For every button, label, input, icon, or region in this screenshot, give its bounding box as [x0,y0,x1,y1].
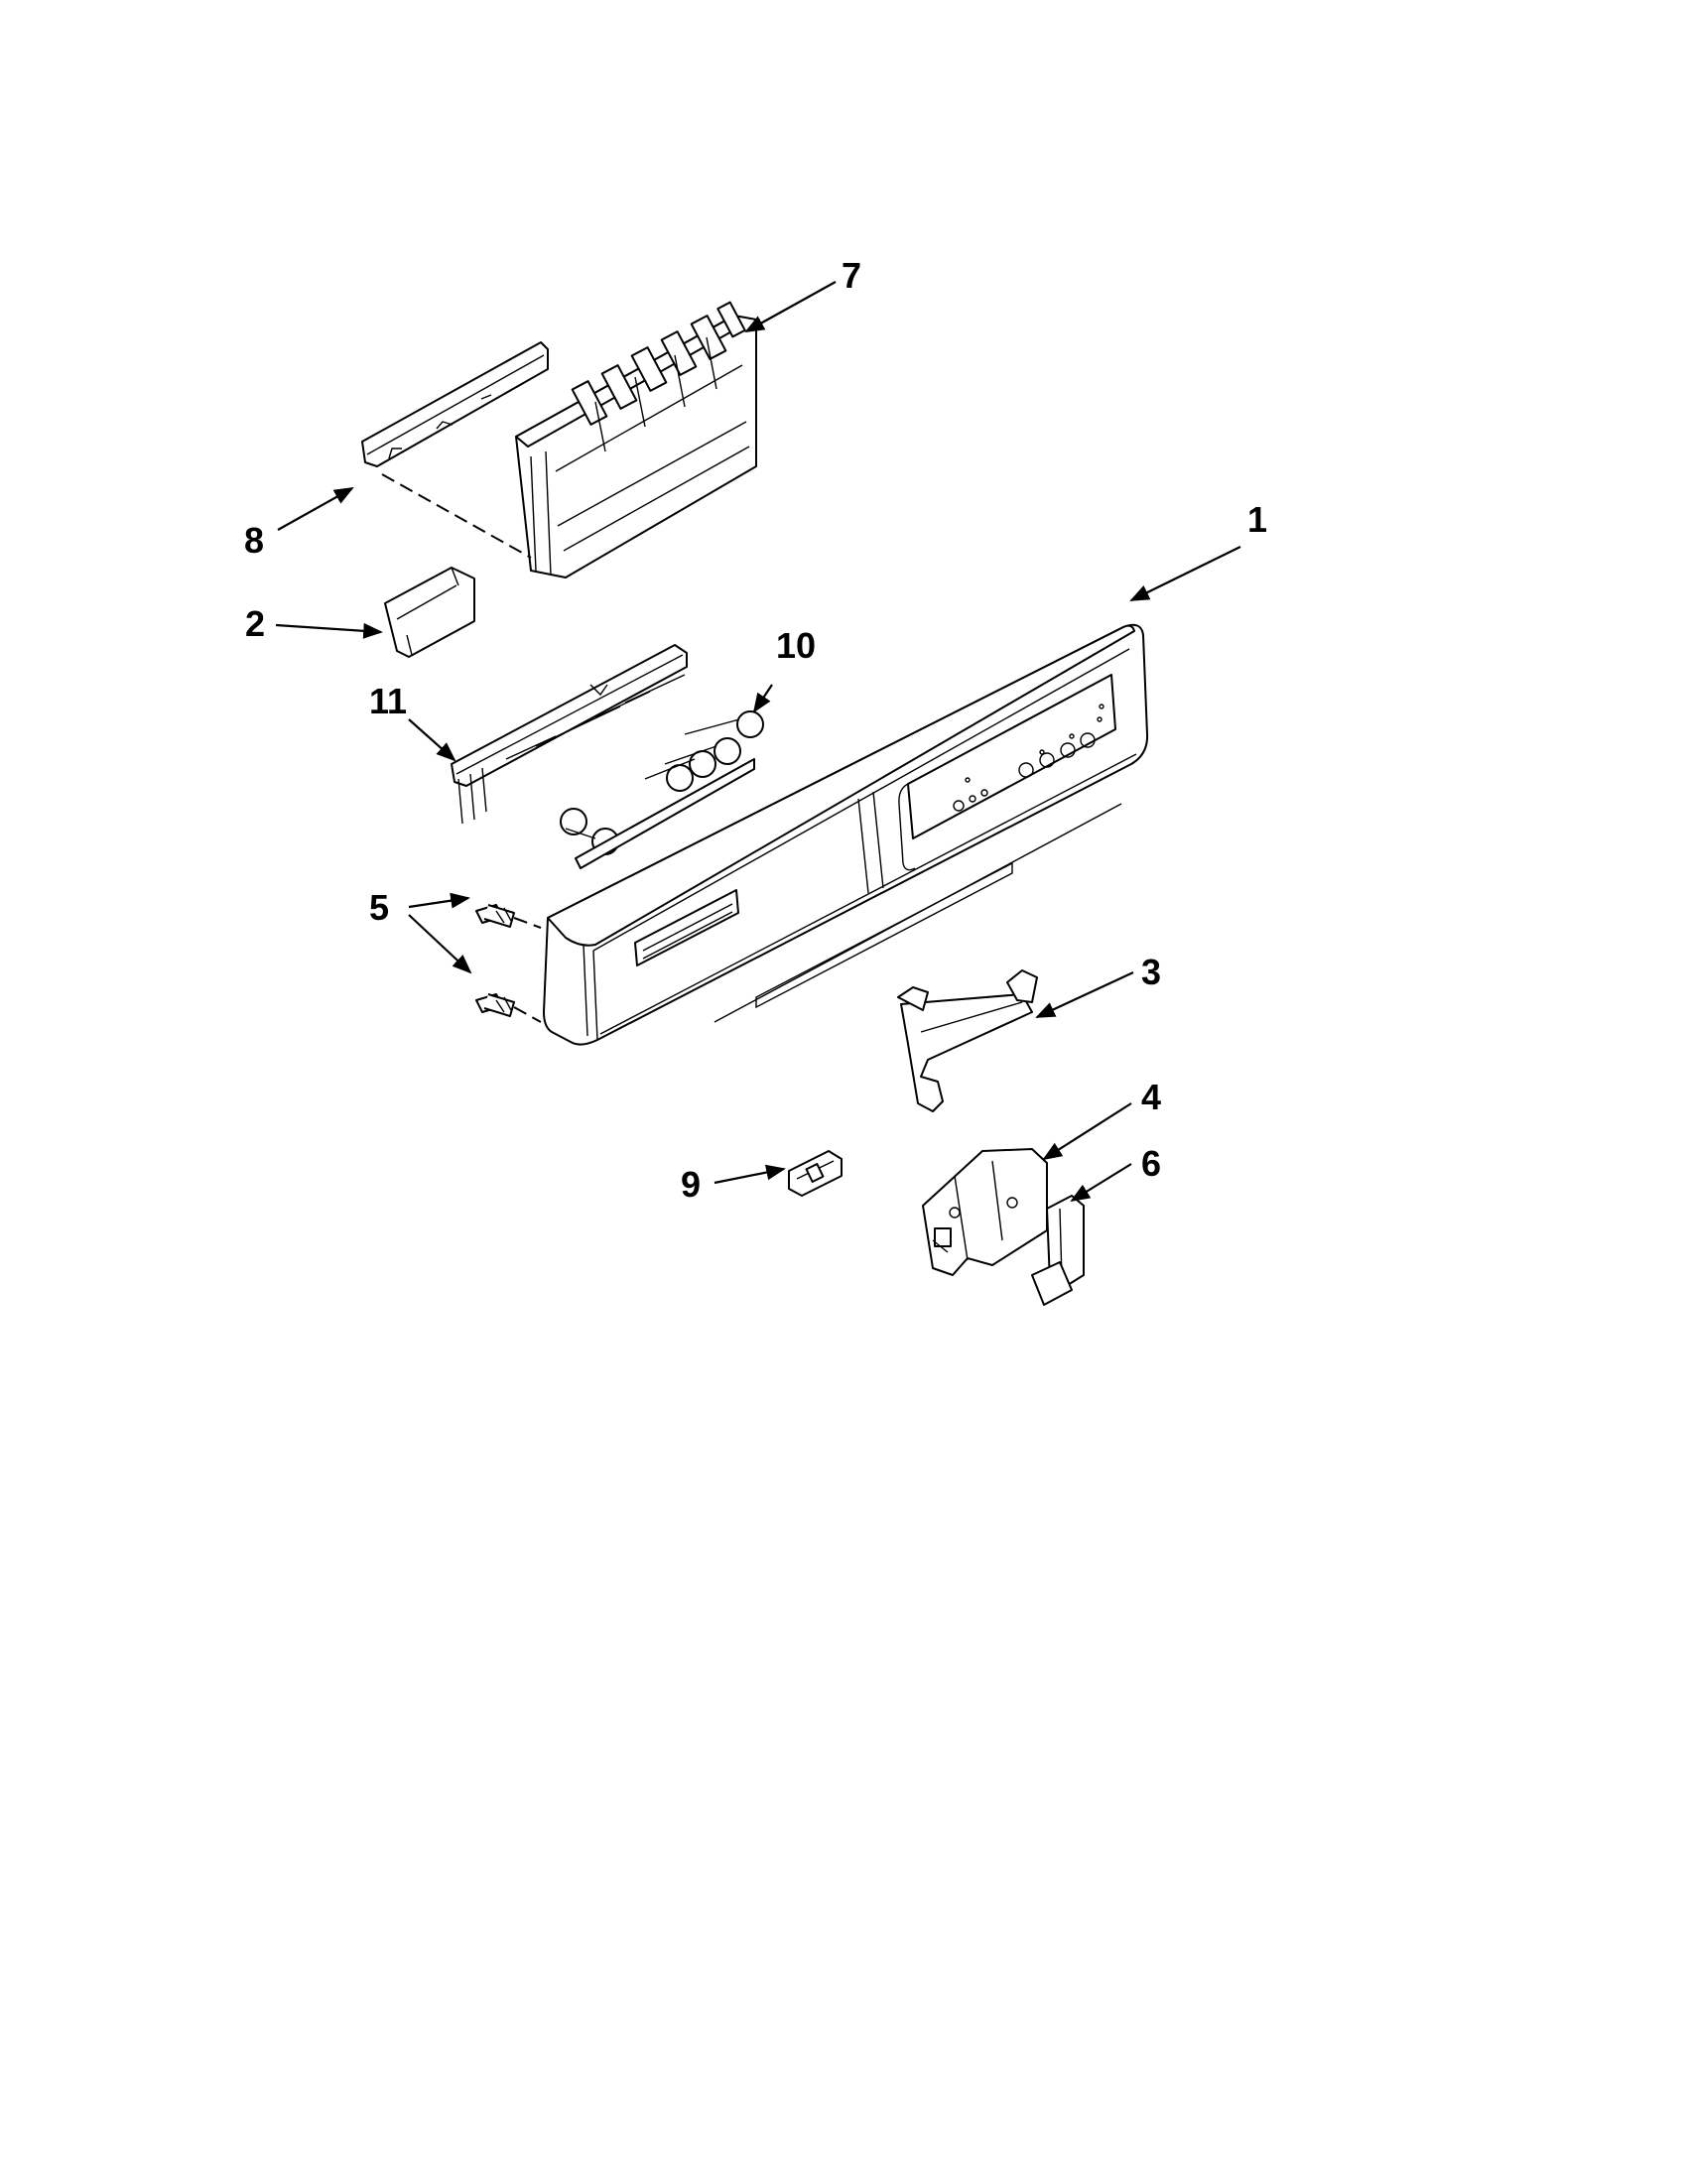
handle-bracket-part [897,969,1038,1112]
button-rod-assembly-part [451,644,764,869]
clip-bracket-part [384,567,475,658]
callout-8: 8 [244,520,264,561]
screw-lower-part [475,993,515,1017]
alignment-line [513,1006,542,1023]
leader-line [408,718,456,762]
callout-5: 5 [369,887,389,928]
bracket-rail-part [361,341,549,467]
leader-line [1042,1102,1132,1161]
leader-line [1129,546,1241,601]
leader-line [277,487,354,531]
leader-line [275,622,383,639]
callout-4: 4 [1141,1077,1161,1117]
latch-striker-part [1031,1195,1085,1306]
leader-line [752,684,773,713]
alignment-line [513,917,542,929]
leader-line [744,281,837,332]
callout-11: 11 [369,681,407,721]
switch-part [788,1150,843,1197]
control-board-part [515,301,757,578]
callout-9: 9 [681,1164,701,1205]
callout-6: 6 [1141,1143,1161,1184]
callout-2: 2 [245,603,265,644]
leader-line [714,1164,786,1185]
screw-upper-part [475,904,515,928]
callout-7: 7 [842,255,861,296]
callout-1: 1 [1247,499,1267,540]
leader-line [408,914,472,974]
leader-line [1070,1163,1132,1203]
door-latch-part [922,1148,1048,1276]
callout-3: 3 [1141,952,1161,992]
control-panel-part [543,623,1149,1046]
callout-10: 10 [776,625,816,666]
alignment-line [381,473,532,559]
leader-line [1035,971,1134,1018]
leader-line [408,892,470,909]
